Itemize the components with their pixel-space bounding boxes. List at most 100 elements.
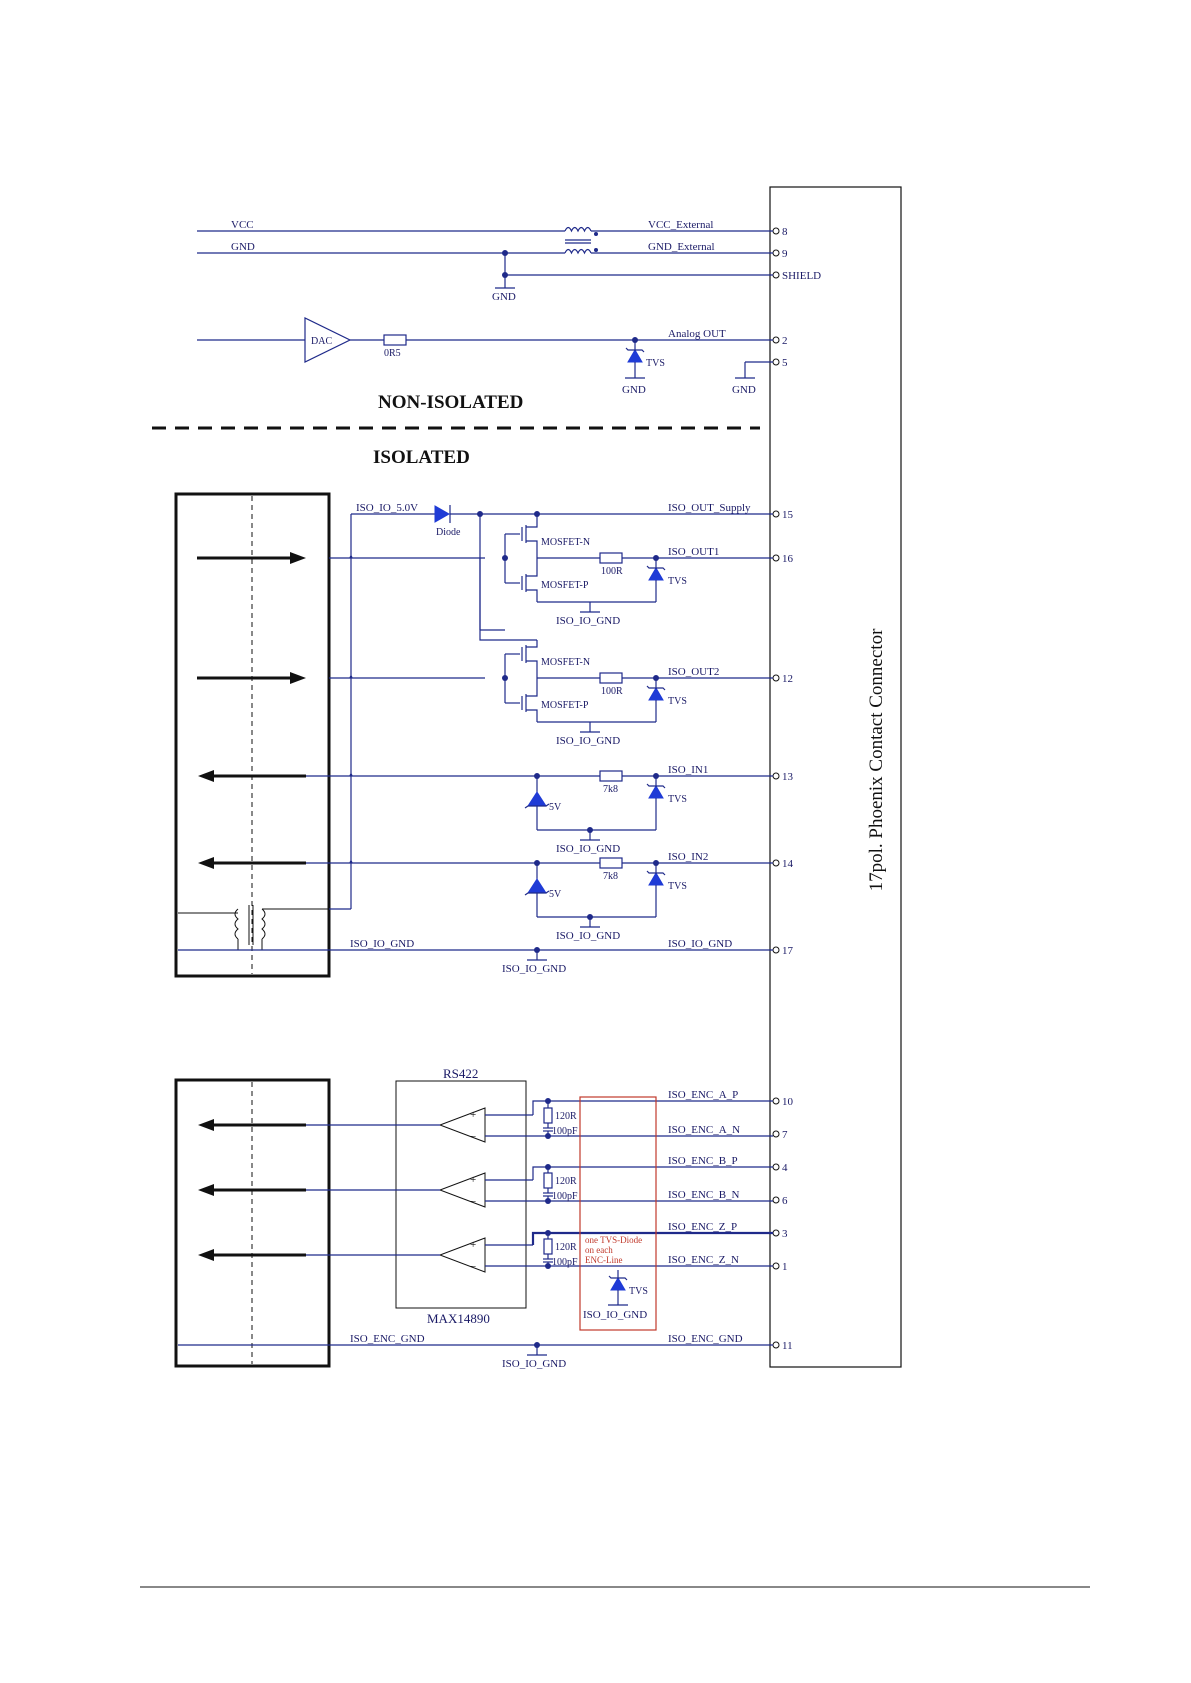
isolated-encoder-block [174, 1078, 331, 1368]
vcc-label: VCC [231, 219, 254, 231]
tvs-label-out2: TVS [668, 696, 687, 707]
resistor-0r5-label: 0R5 [384, 348, 401, 359]
resistor-100r-icon-2 [599, 672, 623, 684]
pin-16: 16 [772, 553, 794, 565]
resistor-120r-label-b: 120R [555, 1176, 577, 1187]
out2-channel: MOSFET-N MOSFET-P 100R ISO_OUT2 TVS ISO_… [329, 558, 773, 747]
pin-17: 17 [772, 945, 794, 957]
tvs-label-in1: TVS [668, 794, 687, 805]
arrow-right-icon-2 [197, 672, 306, 684]
max14890-label: MAX14890 [427, 1311, 490, 1326]
pin-15-number: 15 [782, 509, 794, 521]
gnd-symbol-label-1: GND [492, 291, 516, 303]
mosfet-n-label-1: MOSFET-N [541, 537, 590, 548]
resistor-7k8-label-1: 7k8 [603, 784, 618, 795]
connector-pins: 8 9 SHIELD 2 5 15 16 12 13 14 17 10 7 4 … [772, 226, 821, 1352]
dac-label: DAC [311, 336, 332, 347]
iso-enc-gnd-label-left: ISO_ENC_GND [350, 1333, 425, 1345]
connector: 17pol. Phoenix Contact Connector [769, 186, 902, 1368]
iso-enc-a-p-label: ISO_ENC_A_P [668, 1089, 738, 1101]
pin-6: 6 [772, 1195, 788, 1207]
note-line-1: one TVS-Diode [585, 1235, 642, 1245]
tvs-diode-icon-out2 [646, 685, 666, 701]
iso-io-5v-label: ISO_IO_5.0V [356, 502, 418, 514]
gnd-symbol-label-2: GND [622, 384, 646, 396]
pin-2-number: 2 [782, 335, 788, 347]
svg-text:−: − [470, 1261, 476, 1273]
common-mode-choke-icon [564, 224, 598, 260]
svg-text:−: − [470, 1131, 476, 1143]
non-isolated-heading: NON-ISOLATED [378, 392, 523, 413]
mosfet-p-label-1: MOSFET-P [541, 580, 589, 591]
iso-io-supply-net: ISO_IO_5.0V Diode ISO_OUT_Supply [329, 502, 773, 910]
pin-12-number: 12 [782, 673, 793, 685]
pin-shield-number: SHIELD [782, 270, 821, 282]
resistor-7k8-label-2: 7k8 [603, 871, 618, 882]
tvs-diode-icon-out1 [646, 565, 666, 581]
pin-1: 1 [772, 1261, 788, 1273]
supply-diode-icon [434, 505, 451, 523]
iso-out2-label: ISO_OUT2 [668, 666, 719, 678]
iso-io-gnd-symbol-label-7: ISO_IO_GND [502, 1358, 566, 1370]
tvs-label-enc: TVS [629, 1286, 648, 1297]
svg-text:+: + [470, 1174, 476, 1186]
pin-13: 13 [772, 771, 794, 783]
pin-11-number: 11 [782, 1340, 793, 1352]
pin-10-number: 10 [782, 1096, 794, 1108]
pin-8: 8 [772, 226, 788, 238]
iso-enc-z-n-label: ISO_ENC_Z_N [668, 1254, 739, 1266]
iso-enc-a-n-label: ISO_ENC_A_N [668, 1124, 740, 1136]
tvs-diode-icon-in2 [646, 870, 666, 886]
capacitor-100pf-label-a: 100pF [552, 1126, 578, 1137]
iso-io-gnd-symbol-label-4: ISO_IO_GND [556, 930, 620, 942]
iso-in2-label: ISO_IN2 [668, 851, 708, 863]
gnd-label: GND [231, 241, 255, 253]
in2-channel: 5V 7k8 ISO_IN2 TVS ISO_IO_GND [306, 851, 773, 942]
resistor-120r-label-a: 120R [555, 1111, 577, 1122]
iso-io-gnd-label-right: ISO_IO_GND [668, 938, 732, 950]
pin-4: 4 [772, 1162, 788, 1174]
zener-5v-label-2: 5V [549, 889, 562, 900]
arrow-left-icon-enc-b [198, 1184, 306, 1196]
pin-7-number: 7 [782, 1129, 788, 1141]
iso-out1-label: ISO_OUT1 [668, 546, 719, 558]
pin-12: 12 [772, 673, 793, 685]
tvs-label-in2: TVS [668, 881, 687, 892]
iso-enc-z-p-label: ISO_ENC_Z_P [668, 1221, 737, 1233]
diode-label: Diode [436, 527, 461, 538]
pin-9-number: 9 [782, 248, 788, 260]
resistor-100r-icon-1 [599, 552, 623, 564]
iso-io-gnd-net: ISO_IO_GND ISO_IO_GND ISO_IO_GND [178, 938, 773, 975]
vcc-external-label: VCC_External [648, 219, 713, 231]
tvs-label-out1: TVS [668, 576, 687, 587]
arrow-left-icon-2 [198, 857, 306, 869]
resistor-120r-label-z: 120R [555, 1242, 577, 1253]
iso-in1-label: ISO_IN1 [668, 764, 708, 776]
non-isolated-section: VCC VCC_External GND GND_External GND DA… [197, 219, 773, 413]
mosfet-n-icon-2 [521, 640, 538, 678]
tvs-diode-icon-enc [608, 1275, 628, 1291]
gnd-external-label: GND_External [648, 241, 715, 253]
pin-8-number: 8 [782, 226, 788, 238]
receiver-a-icon: + − [306, 1107, 533, 1143]
resistor-120r-icon-z [543, 1238, 553, 1255]
arrow-left-icon-1 [198, 770, 306, 782]
rs422-label: RS422 [443, 1066, 478, 1081]
resistor-7k8-icon-1 [599, 770, 623, 782]
mosfet-p-icon-2 [521, 678, 538, 722]
pin-5-number: 5 [782, 357, 788, 369]
pin-14: 14 [772, 858, 794, 870]
analog-out-label: Analog OUT [668, 328, 726, 340]
zener-5v-label-1: 5V [549, 802, 562, 813]
encoder-lines: 120R 100pF ISO_ENC_A_P ISO_ENC_A_N 120R … [531, 1089, 773, 1269]
in1-channel: 5V 7k8 ISO_IN1 TVS ISO_IO_GND [306, 764, 773, 855]
arrow-left-icon-enc-a [198, 1119, 306, 1131]
pin-14-number: 14 [782, 858, 794, 870]
svg-text:−: − [470, 1196, 476, 1208]
pin-4-number: 4 [782, 1162, 788, 1174]
resistor-100r-label-1: 100R [601, 566, 623, 577]
iso-io-gnd-symbol-label-5: ISO_IO_GND [502, 963, 566, 975]
gnd-symbol-label-3: GND [732, 384, 756, 396]
capacitor-100pf-label-b: 100pF [552, 1191, 578, 1202]
